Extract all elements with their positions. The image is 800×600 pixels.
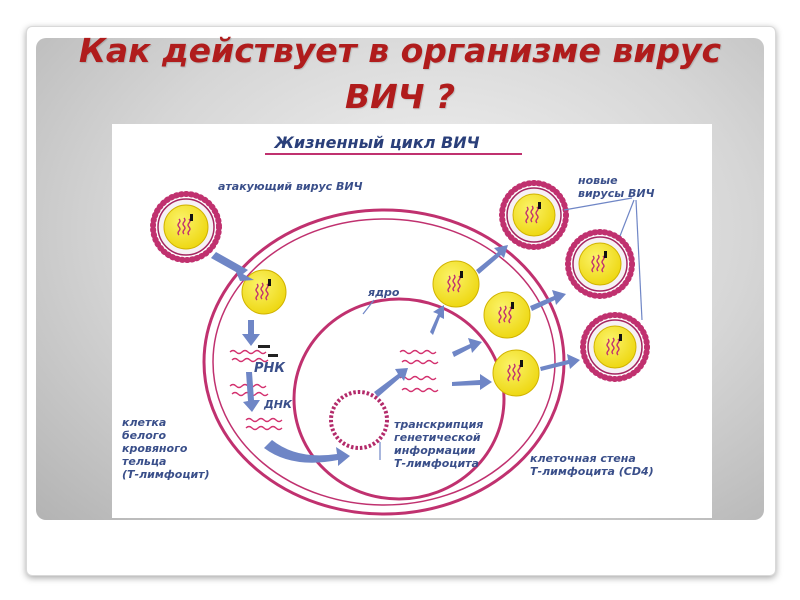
label-cell-wall-1: клеточная стена	[530, 452, 636, 465]
assembling-virus-2	[483, 291, 531, 339]
nucleus	[292, 297, 506, 501]
label-cell-wall-2: Т-лимфоцита (CD4)	[530, 465, 654, 478]
new-virus-2	[565, 229, 635, 299]
assembling-virus-1	[432, 260, 480, 308]
label-cell-3: кровяного	[122, 442, 188, 455]
label-new-viruses-2: вирусы ВИЧ	[578, 187, 655, 200]
label-attacking-virus: атакующий вирус ВИЧ	[218, 180, 363, 193]
label-transcription-1: транскрипция	[394, 418, 483, 431]
label-transcription-4: Т-лимфоцита	[394, 457, 479, 470]
enzyme-marker-2	[268, 354, 278, 357]
entered-virus-core	[241, 269, 287, 315]
label-new-viruses-1: новые	[578, 174, 618, 187]
slide-title-line-1: Как действует в организме вирус	[78, 31, 722, 70]
label-rna: РНК	[254, 361, 286, 376]
label-pointers	[362, 197, 643, 460]
label-cell-1: клетка	[122, 416, 166, 429]
label-cell-2: белого	[122, 429, 167, 442]
label-transcription-2: генетической	[394, 431, 481, 444]
circular-dna	[329, 390, 389, 450]
assembling-virus-3	[492, 349, 540, 397]
new-virus-1	[499, 180, 569, 250]
slide-title-line-2: ВИЧ ?	[344, 77, 456, 116]
label-cell-5: (Т-лимфоцит)	[122, 468, 210, 481]
label-dna: ДНК	[263, 398, 293, 411]
label-nucleus: ядро	[367, 286, 400, 299]
process-arrows	[211, 245, 580, 466]
label-transcription-3: информации	[394, 444, 476, 457]
cell-membrane-inner	[212, 218, 556, 506]
hiv-lifecycle-diagram: Жизненный цикл ВИЧ	[112, 124, 712, 518]
enzyme-marker	[258, 345, 270, 348]
new-virus-3	[580, 312, 650, 382]
dna-strands	[245, 417, 283, 431]
slide-title: Как действует в организме вирус ВИЧ ?	[36, 28, 764, 120]
diagram-heading: Жизненный цикл ВИЧ	[273, 133, 479, 152]
attacking-virus	[150, 191, 222, 263]
label-cell-4: тельца	[122, 455, 166, 468]
